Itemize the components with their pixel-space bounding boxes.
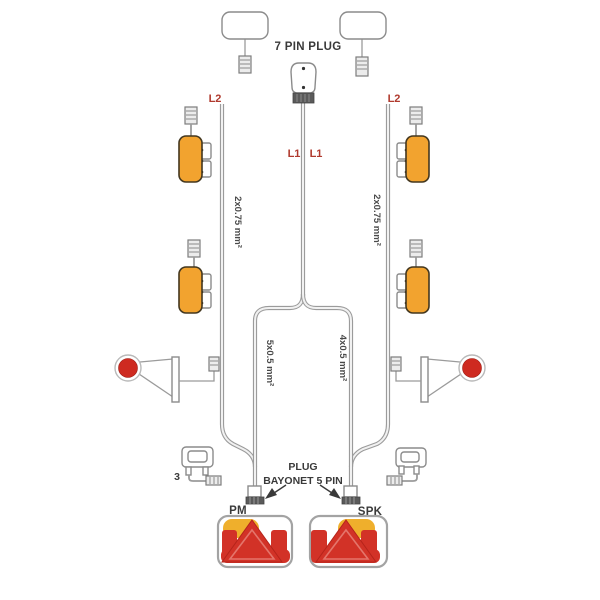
arrow-to-spk-plug [319,484,333,494]
reflector-triangle-icon [221,519,283,563]
right-l2-cable [351,104,388,467]
left-branch-spec-label: 5x0.5 mm² [264,340,275,386]
reflector-triangle-inner [228,528,276,560]
main-harness-cables [222,103,388,488]
lamp-stalk [171,356,180,403]
plug-collar [292,92,315,104]
seven-pin-plug-label: 7 PIN PLUG [275,41,342,53]
l1-label-right: L1 [310,148,323,160]
bayonet-label-line2: BAYONET 5 PIN [263,475,343,487]
lamp-connector-icon [208,356,220,372]
right-license-lamp-unit [386,447,427,486]
left-outline-lamp [114,354,220,403]
reflector-triangle-inner [322,528,370,560]
right-branch-cable [303,294,351,488]
plate-lamp-connector-icon [355,56,369,77]
l2-label-right: L2 [388,93,401,105]
left-l2-cable-core [221,103,256,468]
left-branch-cable-core [254,293,304,489]
right-harness-spec-label: 2x0.75 mm² [371,194,382,246]
lamp-prong [202,466,209,476]
arrowhead-right [329,488,341,499]
red-lamp-icon [118,358,138,378]
side-marker-light-icon [178,135,203,183]
l2-label-left: L2 [209,93,222,105]
left-side-marker-1 [178,106,212,183]
right-l2-cable-core [350,103,389,468]
left-harness-spec-label: 2x0.75 mm² [232,196,243,248]
left-tail-lamp [216,514,294,569]
bayonet-plug-icon [247,485,262,498]
left-side-marker-2 [178,239,212,314]
red-lamp-icon [462,358,482,378]
side-marker-light-icon [178,266,203,314]
plate-lamp-icon [221,11,269,40]
pm-label: PM [229,505,247,517]
right-side-marker-1 [396,106,430,183]
side-marker-light-icon [405,266,430,314]
bayonet-collar [245,496,265,505]
bayonet-label-line1: PLUG [288,461,317,473]
reflector-triangle-icon [315,519,377,563]
top-left-plate-lamp [221,11,269,74]
bayonet-collar [341,496,361,505]
lamp-prong [398,465,405,475]
right-tail-lamp [308,514,389,569]
pm-bayonet-plug [245,485,265,505]
plate-lamp-icon [339,11,387,40]
spk-bayonet-plug [341,485,361,505]
top-right-plate-lamp [339,11,387,77]
left-branch-cable [255,294,303,488]
right-side-marker-2 [396,239,430,314]
arrowhead-left [265,488,277,499]
right-branch-cable-core [302,293,352,489]
lamp-prong [413,465,420,475]
seven-pin-plug-icon [290,62,317,104]
license-lamp-qty-label: 3 [174,471,180,483]
arrow-to-pm-plug [273,484,287,494]
lamp-prong [185,466,192,476]
lamp-connector-icon [390,356,402,372]
right-outline-lamp [390,354,486,403]
left-l2-cable [222,104,255,467]
l1-label-left: L1 [288,148,301,160]
bayonet-plug-icon [343,485,358,498]
right-branch-spec-label: 4x0.5 mm² [337,335,348,381]
left-license-lamp-unit: 3 [174,446,222,486]
side-marker-light-icon [405,135,430,183]
lamp-stalk [420,356,429,403]
